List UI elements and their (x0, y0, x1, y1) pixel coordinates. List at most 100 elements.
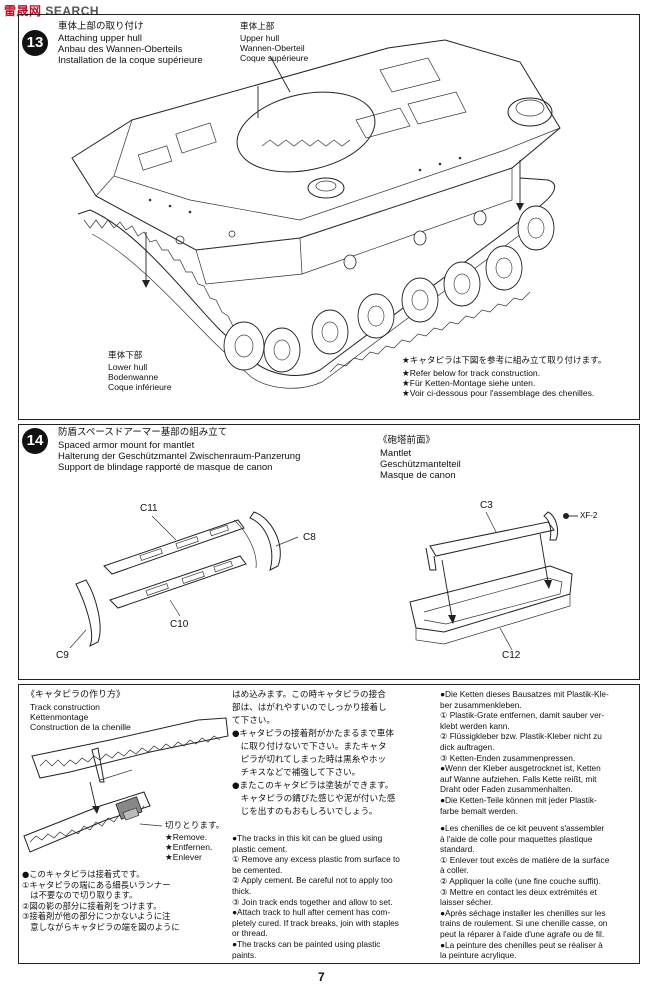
cut-label-jp: 切りとります。 (165, 821, 225, 831)
track-jp-left-line: ②図の影の部分に接着剤をつけます。 (22, 900, 162, 911)
mantlet-sub-fr: Masque de canon (380, 470, 456, 481)
track-jp-mid-line: じを出すのもおもしろいでしょう。 (232, 807, 378, 817)
step13-number: 13 (22, 30, 48, 56)
step14-frame (18, 424, 640, 680)
track-en-line: ③ Join track ends together and allow to … (232, 896, 393, 907)
track-note-en: ★Refer below for track construction. (402, 368, 541, 378)
part-label-c8: C8 (303, 532, 316, 543)
cut-label-de: ★Entfernen. (165, 842, 213, 852)
track-fr-line: standard. (440, 844, 475, 855)
track-note-jp: ★キャタピラは下図を参考に組み立て取り付けます。 (402, 356, 607, 366)
track-title-de: Kettenmontage (30, 712, 89, 722)
track-jp-mid-line: て下さい。 (232, 716, 275, 726)
cut-label-fr: ★Enlever (165, 852, 202, 862)
track-en-line: ① Remove any excess plastic from surface… (232, 854, 400, 865)
track-jp-mid-line: はめ込みます。この時キャタピラの接合 (232, 690, 386, 700)
track-en-line: be cemented. (232, 864, 283, 875)
track-en-line: or thread. (232, 928, 268, 939)
hull-assembly-drawing (71, 39, 561, 389)
track-de-line: Draht oder Faden zusammenhalten. (440, 784, 573, 795)
lower-hull-en: Lower hull (108, 362, 148, 372)
upper-hull-jp: 車体上部 (240, 22, 275, 32)
track-de-line: dick auftragen. (440, 741, 495, 752)
track-en-line: ●The tracks in this kit can be glued usi… (232, 833, 383, 843)
part-label-c11: C11 (140, 503, 158, 514)
step14-title-jp: 防盾スペースドアーマー基部の組み立て (58, 427, 228, 438)
track-jp-left-line: 意しながらキャタピラの端を図のように (22, 921, 180, 932)
track-de-line: ① Plastik-Grate entfernen, damit sauber … (440, 710, 605, 721)
mantlet-sub-en: Mantlet (380, 448, 412, 459)
track-illustration (23, 717, 229, 853)
track-jp-mid-line: ●またこのキャタピラは塗装ができます。 (232, 781, 394, 791)
track-jp-left-line: ③接着剤が他の部分につかないように注 (22, 911, 171, 922)
track-de-line: ●Wenn der Kleber ausgetrocknet ist, Kett… (440, 763, 601, 774)
part-label-c12: C12 (502, 650, 521, 661)
track-jp-mid-line: 部は、はがれやすいのでしっかり接着し (232, 703, 387, 713)
track-fr-line: à l'aide de colle pour maquettes plastiq… (440, 833, 593, 844)
track-jp-mid-line: チキスなどで補強して下さい。 (232, 768, 361, 778)
track-fr-line: ③ Mettre en contact les deux extrémités … (440, 886, 597, 897)
track-text-jp-left: ●このキャタピラは接着式です。 ①キャタピラの端にある細長いランナー は不要なの… (22, 869, 180, 933)
upper-hull-fr: Coque supérieure (240, 53, 309, 63)
step13-title-de: Anbau des Wannen-Oberteils (58, 44, 183, 55)
track-text-jp-mid: はめ込みます。この時キャタピラの接合 部は、はがれやすいのでしっかり接着し て下… (232, 689, 395, 819)
track-jp-mid-line: ピラが切れてしまった時は黒糸やホッ (232, 755, 387, 765)
upper-hull-en: Upper hull (240, 33, 280, 43)
track-de-line: ●Die Ketten dieses Bausatzes mit Plastik… (440, 689, 609, 699)
lower-hull-de: Bodenwanne (108, 372, 159, 382)
track-de-line: ber zusammenkleben. (440, 699, 522, 710)
track-jp-mid-line: ●キャタピラの接着剤がかたまるまで車体 (232, 729, 394, 739)
page-number: 7 (318, 970, 325, 984)
track-text-fr: ●Les chenilles de ce kit peuvent s'assem… (440, 823, 609, 961)
track-note-fr: ★Voir ci-dessous pour l'assemblage des c… (402, 388, 595, 398)
track-title-en: Track construction (30, 702, 100, 712)
track-fr-line: la peinture acrylique. (440, 950, 517, 961)
track-en-line: plastic cement. (232, 843, 288, 854)
step14-title-en: Spaced armor mount for mantlet (58, 440, 195, 451)
track-de-line: ●Die Ketten-Teile können mit jeder Plast… (440, 794, 597, 805)
track-en-line: ② Apply cement. Be careful not to apply … (232, 875, 393, 886)
track-fr-line: ●Après séchage installer les chenilles s… (440, 907, 606, 918)
step13-title-en: Attaching upper hull (58, 33, 142, 44)
track-jp-left-line: は不要なので切り取ります。 (22, 890, 138, 901)
step14-title-fr: Support de blindage rapporté de masque d… (58, 462, 273, 473)
step14-number: 14 (22, 428, 48, 454)
track-title-jp: 《キャタピラの作り方》 (26, 690, 126, 700)
mantlet-sub-de: Geschützmantelteil (380, 459, 461, 470)
part-label-xf2: XF-2 (580, 511, 598, 520)
track-fr-line: ●La peinture des chenilles peut se réali… (440, 939, 603, 950)
track-de-line: farbe bemalt werden. (440, 805, 518, 816)
track-fr-line: laisser sécher. (440, 897, 494, 908)
track-text-de: ●Die Ketten dieses Bausatzes mit Plastik… (440, 689, 609, 816)
track-fr-line: trains de roulement. Si une chenille cas… (440, 918, 608, 929)
track-en-line: thick. (232, 885, 252, 896)
track-jp-mid-line: に取り付けないで下さい。またキャタ (232, 742, 387, 752)
part-label-c10: C10 (170, 619, 189, 630)
mantlet-parts-drawing (69, 511, 578, 651)
track-title-fr: Construction de la chenille (30, 722, 131, 732)
step14-title-de: Halterung der Geschützmantel Zwischenrau… (58, 451, 301, 462)
part-label-c3: C3 (480, 500, 493, 511)
track-de-line: klebt werden kann. (440, 720, 510, 731)
track-en-line: ●The tracks can be painted using plastic (232, 938, 381, 949)
track-jp-left-line: ①キャタピラの端にある細長いランナー (22, 879, 171, 890)
track-frame (18, 684, 640, 964)
mantlet-sub-jp: 《砲塔前面》 (378, 435, 436, 446)
track-fr-line: ① Enlever tout excès de matière de la su… (440, 854, 610, 865)
lower-hull-fr: Coque inférieure (108, 382, 172, 392)
track-text-en: ●The tracks in this kit can be glued usi… (232, 833, 400, 960)
track-fr-line: peut la réparer à l'aide d'une agrafe ou… (440, 928, 605, 939)
lower-hull-jp: 車体下部 (108, 351, 143, 361)
track-de-line: ② Flüssigkleber bzw. Plastik-Kleber nich… (440, 731, 602, 742)
track-fr-line: ② Appliquer la colle (une fine couche su… (440, 875, 601, 886)
track-en-line: paints. (232, 949, 257, 960)
upper-hull-de: Wannen-Oberteil (240, 43, 305, 53)
step13-frame (18, 14, 640, 420)
track-fr-line: à coller. (440, 865, 469, 876)
track-note-de: ★Für Ketten-Montage siehe unten. (402, 378, 536, 388)
cut-label-en: ★Remove. (165, 832, 208, 842)
step13-title-jp: 車体上部の取り付け (58, 21, 144, 32)
step13-title-fr: Installation de la coque supérieure (58, 55, 203, 66)
track-jp-left-line: ●このキャタピラは接着式です。 (22, 869, 145, 879)
track-en-line: ●Attach track to hull after cement has c… (232, 907, 391, 918)
